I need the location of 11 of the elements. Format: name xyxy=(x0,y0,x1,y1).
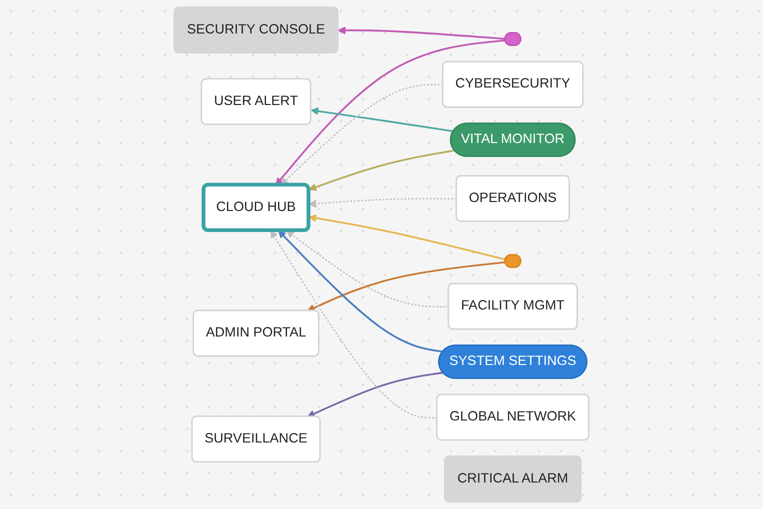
arrow xyxy=(286,230,449,308)
arrow xyxy=(307,372,444,418)
arrow xyxy=(275,39,506,186)
arrow xyxy=(310,107,454,132)
arrow xyxy=(280,84,444,186)
arrow xyxy=(308,214,506,260)
arrow xyxy=(307,261,506,312)
arrow xyxy=(308,198,457,208)
arrow xyxy=(278,230,444,353)
arrow xyxy=(308,150,455,191)
arrow xyxy=(338,26,506,40)
